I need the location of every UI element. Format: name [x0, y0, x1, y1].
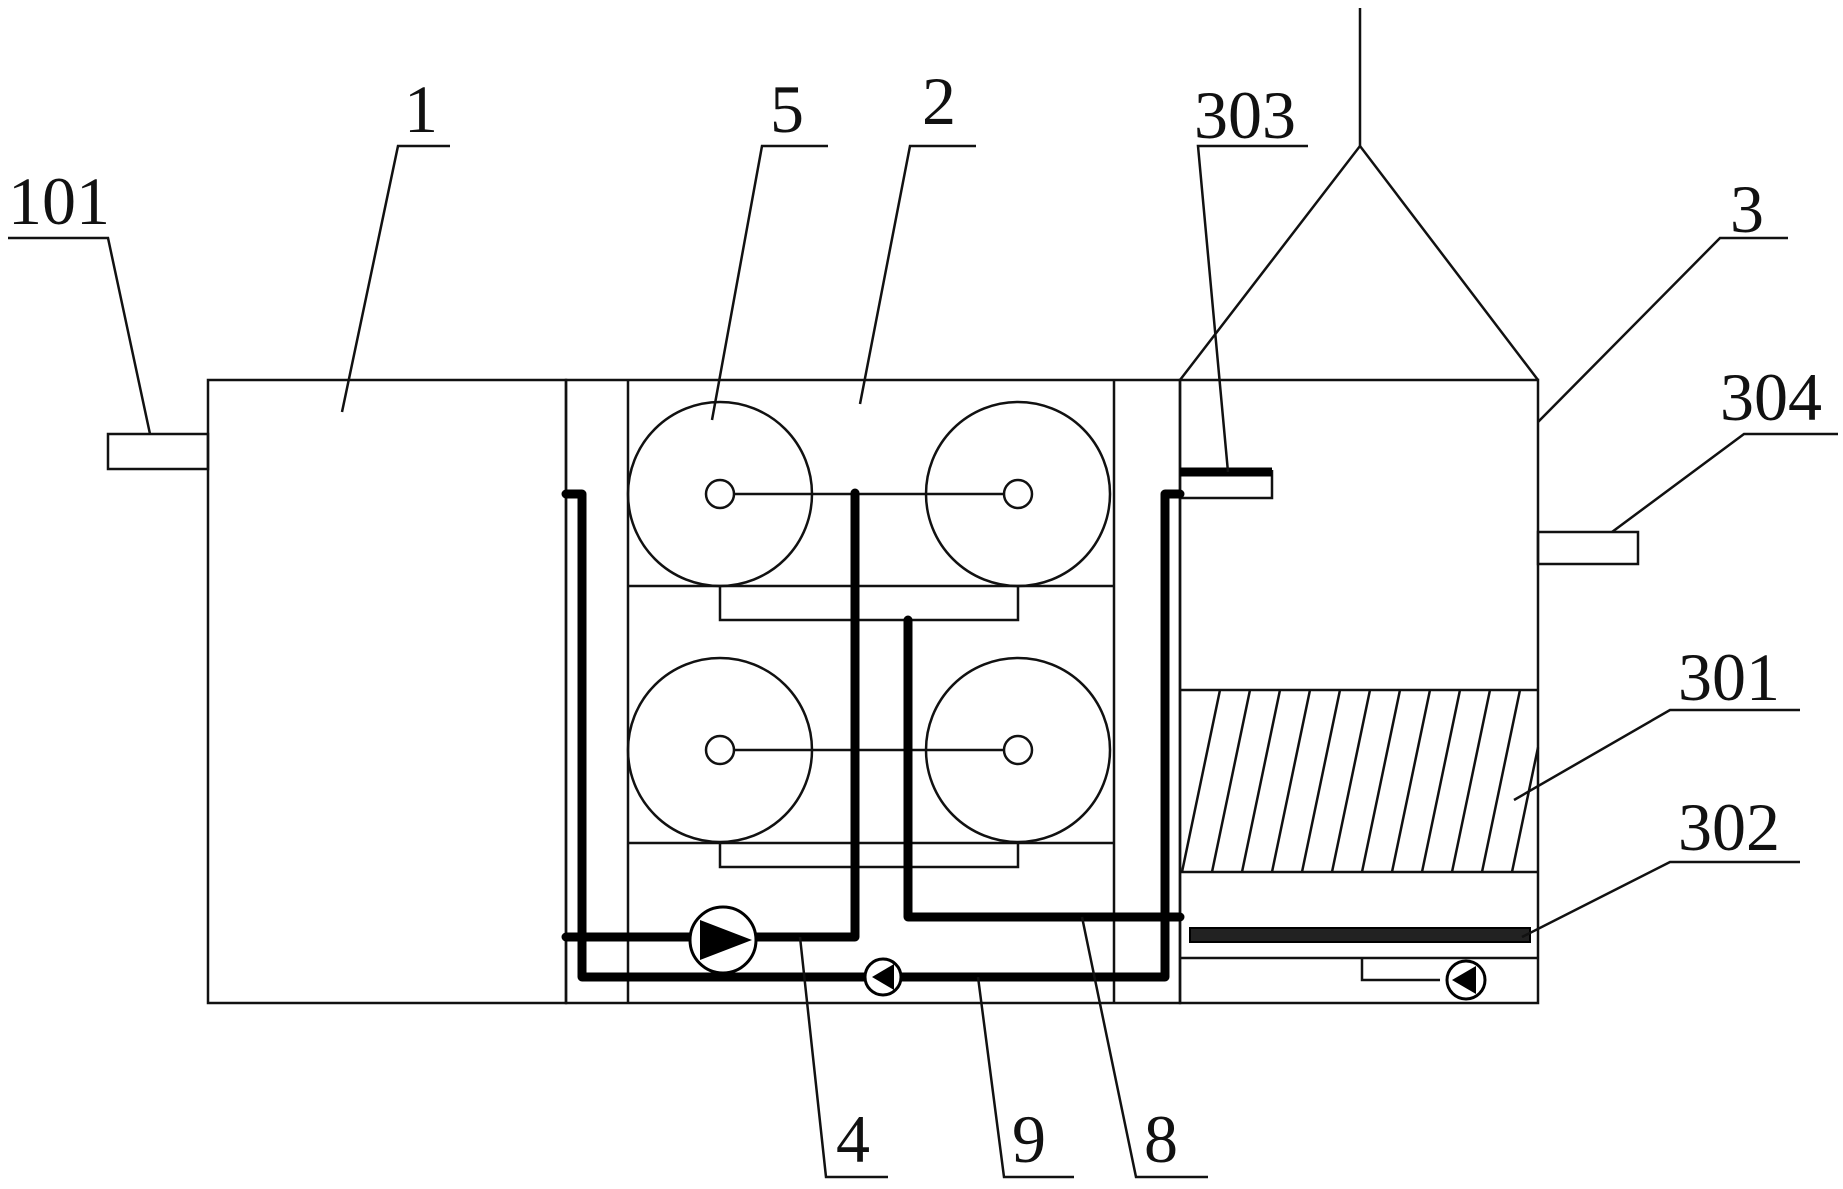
label-5: 5	[770, 71, 804, 147]
axle-top-right	[1002, 478, 1034, 510]
leader-303	[1196, 144, 1308, 473]
hatch-line	[1300, 689, 1342, 873]
label-302: 302	[1678, 789, 1780, 865]
aerator-302	[1189, 927, 1531, 943]
valve-9-arrow-icon	[872, 964, 894, 990]
aerator-pump-line	[1360, 958, 1440, 982]
hatch-line	[1270, 689, 1312, 873]
label-4: 4	[836, 1101, 870, 1177]
hatch-line	[1420, 689, 1462, 873]
tank-1-outline	[206, 378, 568, 1005]
weir-303-outline	[1180, 470, 1274, 500]
pipe-9	[561, 489, 1185, 982]
axle-bottom-left	[704, 734, 736, 766]
label-3: 3	[1730, 171, 1764, 247]
label-304: 304	[1720, 359, 1822, 435]
label-1: 1	[404, 71, 438, 147]
leader-304	[1611, 432, 1838, 534]
leader-101	[8, 236, 152, 435]
tank-1	[106, 378, 568, 1005]
pump-aerator	[1445, 959, 1487, 1001]
hatch-line	[1510, 747, 1540, 873]
leader-8	[1080, 916, 1208, 1179]
hatch-line	[1330, 689, 1372, 873]
leader-4	[798, 936, 888, 1179]
outlet-pipe-304	[1536, 530, 1640, 566]
tank-3-outline	[1178, 378, 1540, 1005]
tray-lower	[718, 843, 1020, 869]
tray-upper	[718, 586, 1020, 622]
pipe-8	[903, 615, 1185, 922]
hatch-line	[1360, 689, 1402, 873]
label-303: 303	[1194, 77, 1296, 153]
leader-1	[340, 144, 450, 413]
leader-3	[1537, 236, 1788, 423]
label-301: 301	[1678, 639, 1780, 715]
leader-lines	[8, 144, 1838, 1179]
hatch-line	[1210, 689, 1252, 873]
axle-bottom-right	[1002, 734, 1034, 766]
leader-2	[858, 144, 976, 405]
valve-9	[863, 957, 903, 997]
hatch-line	[1450, 689, 1492, 873]
pump-main-arrow-icon	[700, 920, 752, 960]
tank-3	[1178, 8, 1640, 1005]
hatch-line	[1240, 689, 1282, 873]
filter-media-301	[1180, 689, 1540, 873]
pipe-4	[561, 488, 860, 942]
hatch-line	[1390, 689, 1432, 873]
leader-5	[710, 144, 828, 421]
label-8: 8	[1144, 1101, 1178, 1177]
axle-top-left	[704, 478, 736, 510]
hatch-line	[1180, 689, 1222, 873]
pump-main	[688, 905, 758, 975]
label-9: 9	[1012, 1101, 1046, 1177]
label-2: 2	[922, 63, 956, 139]
pipelines	[561, 488, 1185, 982]
pump-aerator-arrow-icon	[1452, 966, 1476, 994]
leader-302	[1521, 860, 1800, 939]
leader-9	[976, 976, 1074, 1179]
disc-group-5	[626, 400, 1112, 869]
leader-301	[1513, 708, 1800, 802]
labels: 101 1 5 2 303 3 304 301 302 4 9 8	[8, 63, 1822, 1177]
label-101: 101	[8, 163, 110, 239]
hatch-line	[1480, 689, 1522, 873]
inlet-pipe-101	[106, 432, 210, 471]
exhaust-hood	[1179, 143, 1539, 381]
